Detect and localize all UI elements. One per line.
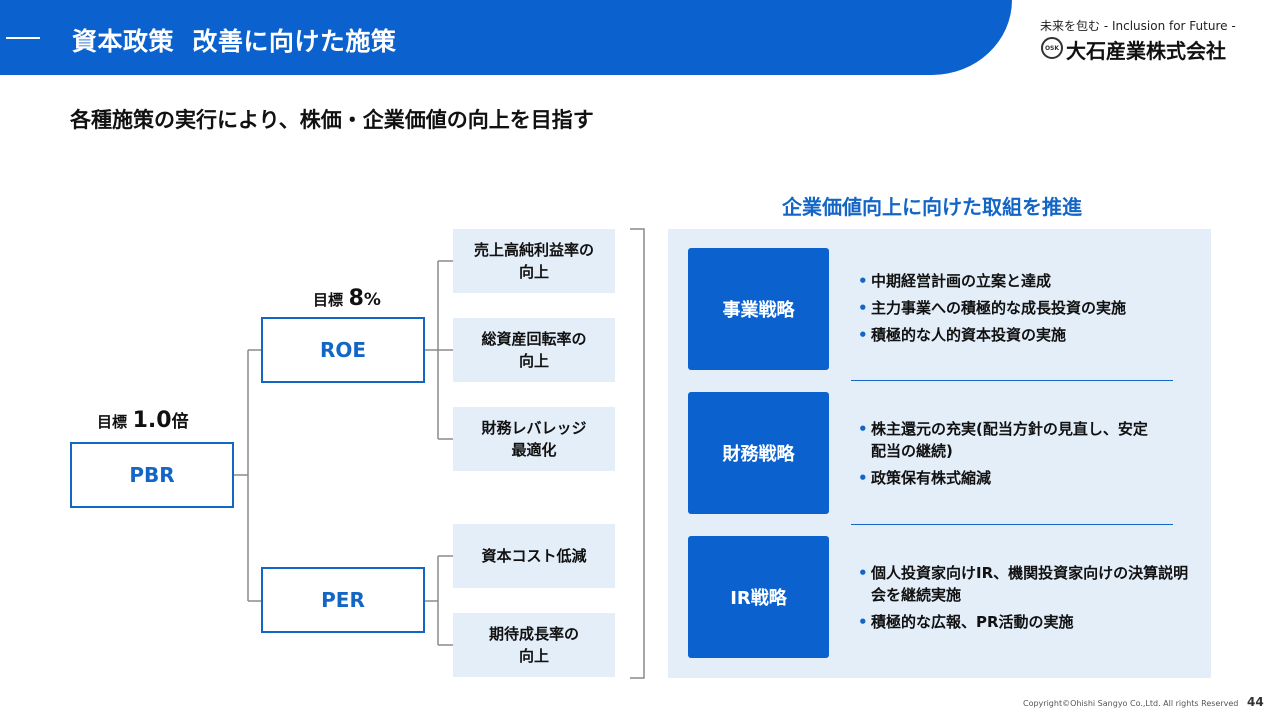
lever-line1: 財務レバレッジ [481, 419, 587, 437]
panel-title: 企業価値向上に向けた取組を推進 [782, 195, 1082, 219]
per-lever-growth-rate: 期待成長率の向上 [453, 613, 615, 677]
pbr-target: 目標 1.0倍 [97, 407, 189, 433]
slide-subtitle: 各種施策の実行により、株価・企業価値の向上を目指す [70, 108, 594, 132]
pbr-target-value: 1.0 [132, 408, 172, 433]
roe-target-label: 目標 [313, 291, 344, 309]
roe-target-value: 8 [348, 286, 364, 311]
copyright: Copyright©Ohishi Sangyo Co.,Ltd. All rig… [1023, 699, 1239, 708]
strategy-ir-items: 個人投資家向けIR、機関投資家向けの決算説明会を継続実施 積極的な広報、PR活動… [858, 562, 1194, 638]
list-item: 株主還元の充実(配当方針の見直し、安定配当の継続) [858, 418, 1158, 462]
list-item: 中期経営計画の立案と達成 [858, 270, 1198, 292]
strategy-business-items: 中期経営計画の立案と達成 主力事業への積極的な成長投資の実施 積極的な人的資本投… [858, 270, 1198, 351]
roe-target-unit: % [363, 290, 381, 310]
header-dash [6, 37, 40, 39]
divider [851, 380, 1173, 381]
strategy-business: 事業戦略 [688, 248, 829, 370]
header-band: 資本政策 改善に向けた施策 [0, 0, 1012, 75]
roe-box: ROE [261, 317, 425, 383]
per-box: PER [261, 567, 425, 633]
page-title: 資本政策 改善に向けた施策 [72, 27, 397, 56]
strategy-finance-items: 株主還元の充実(配当方針の見直し、安定配当の継続) 政策保有株式縮減 [858, 418, 1158, 494]
lever-line1: 期待成長率の [488, 625, 579, 643]
lever-line2: 最適化 [511, 441, 557, 459]
lever-line2: 向上 [518, 263, 549, 281]
strategy-finance: 財務戦略 [688, 392, 829, 514]
lever-line2: 向上 [518, 352, 549, 370]
logo-tagline: 未来を包む - Inclusion for Future - [1040, 19, 1236, 33]
list-item: 主力事業への積極的な成長投資の実施 [858, 297, 1198, 319]
list-item: 積極的な広報、PR活動の実施 [858, 611, 1194, 633]
lever-line2: 向上 [518, 647, 549, 665]
list-item: 積極的な人的資本投資の実施 [858, 324, 1198, 346]
lever-line1: 総資産回転率の [481, 330, 587, 348]
roe-lever-asset-turnover: 総資産回転率の向上 [453, 318, 615, 382]
per-lever-cost-of-capital: 資本コスト低減 [453, 524, 615, 588]
pbr-target-unit: 倍 [171, 412, 189, 432]
roe-lever-financial-leverage: 財務レバレッジ最適化 [453, 407, 615, 471]
pbr-target-label: 目標 [97, 413, 128, 431]
page-number: 44 [1247, 695, 1264, 709]
lever-line1: 資本コスト低減 [481, 547, 587, 565]
roe-target: 目標 8% [313, 286, 381, 311]
company-logo-icon: OSK [1041, 37, 1063, 59]
company-name: 大石産業株式会社 [1066, 39, 1226, 63]
strategy-ir: IR戦略 [688, 536, 829, 658]
list-item: 政策保有株式縮減 [858, 467, 1158, 489]
pbr-box: PBR [70, 442, 234, 508]
divider [851, 524, 1173, 525]
roe-lever-net-margin: 売上高純利益率の向上 [453, 229, 615, 293]
list-item: 個人投資家向けIR、機関投資家向けの決算説明会を継続実施 [858, 562, 1194, 606]
lever-line1: 売上高純利益率の [473, 241, 594, 259]
